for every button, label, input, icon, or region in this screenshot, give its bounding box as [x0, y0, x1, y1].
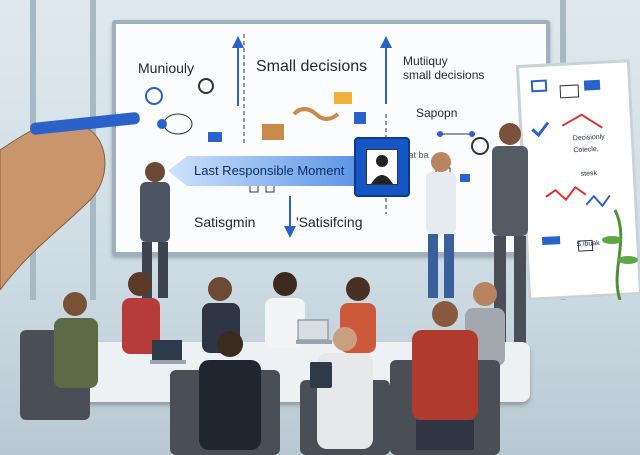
- flipchart-label-4: S ibuak: [576, 240, 600, 249]
- seated-person: [122, 272, 160, 354]
- board-label-sapopn: Sapopn: [416, 106, 458, 120]
- gear-icon: [145, 87, 163, 105]
- presenter-middle: [426, 152, 456, 298]
- board-label-mutiquy-line2: small decisions: [403, 68, 485, 82]
- presenter-left: [140, 162, 170, 298]
- chart-line-icon: [561, 113, 603, 129]
- tablet-icon: [310, 362, 332, 388]
- marker-icon: [30, 112, 140, 135]
- board-label-lrm: Last Responsible Moment: [194, 163, 345, 178]
- flipchart-drawings: [530, 79, 611, 252]
- hand-with-marker: [0, 112, 140, 290]
- board-label-mutiquy: Mutiiquy small decisions: [403, 54, 484, 82]
- board-label-small-decisions: Small decisions: [256, 58, 368, 75]
- square-icon: [559, 84, 580, 99]
- seated-person-back: [412, 301, 478, 450]
- laptop-icon: [150, 340, 186, 364]
- box-icon: [541, 236, 561, 246]
- plant-icon: [602, 209, 638, 300]
- stopwatch-icon: [471, 137, 489, 155]
- package-icon: [262, 124, 284, 140]
- board-label-satisficing: 'Satisifcing: [296, 214, 363, 230]
- gear-icon: [198, 78, 214, 94]
- presenter-right: [492, 123, 528, 346]
- folder-icon: [334, 92, 352, 104]
- lightbulb-icon: [157, 119, 167, 129]
- seated-person: [54, 292, 98, 388]
- board-label-fat-ba: fat ba: [406, 150, 429, 160]
- seated-person: [265, 272, 305, 348]
- box-icon: [354, 112, 366, 124]
- laptop-icon: [296, 319, 332, 344]
- seated-person-back: [199, 331, 261, 450]
- whiteboard: Muniouly Small decisions Mutiiquy small …: [112, 20, 550, 256]
- box-icon: [460, 174, 470, 182]
- board-label-muniouly: Muniouly: [138, 60, 195, 76]
- board-drawings: [145, 34, 489, 238]
- thought-bubble-icon: [163, 113, 193, 135]
- arrowhead-icon: [380, 36, 392, 48]
- checkbox-icon: [530, 79, 548, 93]
- node-icon: [437, 131, 443, 137]
- portrait-frame: [354, 137, 410, 197]
- flipchart-label-3: stesk: [580, 170, 598, 178]
- box-icon: [208, 132, 222, 142]
- flipchart-label-2: Colecle,: [573, 145, 599, 155]
- board-label-satisgmin: Satisgmin: [194, 214, 256, 230]
- zigzag-icon: [585, 194, 611, 208]
- person-icon: [366, 149, 398, 185]
- handshake-icon: [292, 107, 340, 121]
- flipchart: Decisionly Colecle, stesk S ibuak: [515, 59, 640, 301]
- box-icon: [583, 79, 601, 91]
- board-label-mutiquy-line1: Mutiiquy: [403, 54, 448, 68]
- arrowhead-icon: [284, 226, 296, 238]
- arrowhead-icon: [232, 36, 244, 48]
- node-icon: [469, 131, 475, 137]
- zigzag-icon: [545, 185, 587, 202]
- checkmark-icon: [531, 121, 550, 138]
- square-icon: [577, 239, 594, 252]
